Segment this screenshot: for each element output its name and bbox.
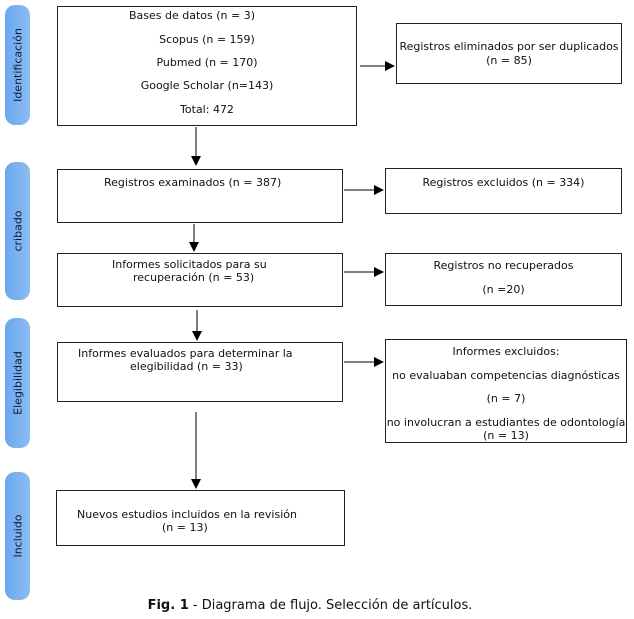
reports-excluded-reason2: no involucran a estudiantes de odontolog… <box>386 416 626 429</box>
databases-scholar: Google Scholar (n=143) <box>140 79 274 92</box>
excluded-label: Registros excluidos (n = 334) <box>422 176 585 189</box>
duplicates-count: (n = 85) <box>486 54 532 67</box>
requested-box: Informes solicitados para su recuperació… <box>57 253 343 307</box>
reports-excluded-title: Informes excluidos: <box>452 345 560 358</box>
databases-title: Bases de datos (n = 3) <box>129 9 256 22</box>
figure-caption: Fig. 1 - Diagrama de flujo. Selección de… <box>0 598 620 613</box>
databases-total: Total: 472 <box>180 103 234 116</box>
not-retrieved-count: (n =20) <box>482 283 525 296</box>
databases-pubmed: Pubmed (n = 170) <box>156 56 258 69</box>
databases-scopus: Scopus (n = 159) <box>159 33 255 46</box>
duplicates-box: Registros eliminados por ser duplicados … <box>396 23 622 84</box>
phase-identification: Identificación <box>5 5 30 125</box>
databases-box: Bases de datos (n = 3) Scopus (n = 159) … <box>57 6 357 126</box>
included-line1: Nuevos estudios incluidos en la revisión <box>77 508 297 521</box>
not-retrieved-box: Registros no recuperados (n =20) <box>385 253 622 306</box>
figure-caption-text: - Diagrama de flujo. Selección de artícu… <box>188 598 473 613</box>
reports-excluded-reason1: no evaluaban competencias diagnósticas <box>392 369 620 382</box>
screened-box: Registros examinados (n = 387) <box>57 169 343 223</box>
assessed-line1: Informes evaluados para determinar la <box>78 347 293 360</box>
requested-line1: Informes solicitados para su <box>112 258 267 271</box>
duplicates-label: Registros eliminados por ser duplicados <box>399 40 619 53</box>
assessed-box: Informes evaluados para determinar la el… <box>57 342 343 402</box>
phase-eligibility: Elegibilidad <box>5 318 30 448</box>
included-line2: (n = 13) <box>162 521 208 534</box>
reports-excluded-count2: (n = 13) <box>483 429 529 442</box>
not-retrieved-label: Registros no recuperados <box>433 259 574 272</box>
requested-line2: recuperación (n = 53) <box>133 271 255 284</box>
assessed-line2: elegibilidad (n = 33) <box>130 360 243 373</box>
included-box: Nuevos estudios incluidos en la revisión… <box>56 490 345 546</box>
excluded-box: Registros excluidos (n = 334) <box>385 168 622 214</box>
reports-excluded-box: Informes excluidos: no evaluaban compete… <box>385 339 627 443</box>
phase-included: Incluido <box>5 472 30 600</box>
screened-label: Registros examinados (n = 387) <box>104 176 282 189</box>
reports-excluded-count1: (n = 7) <box>486 392 526 405</box>
figure-caption-prefix: Fig. 1 <box>147 598 189 613</box>
phase-screening: cribado <box>5 162 30 300</box>
